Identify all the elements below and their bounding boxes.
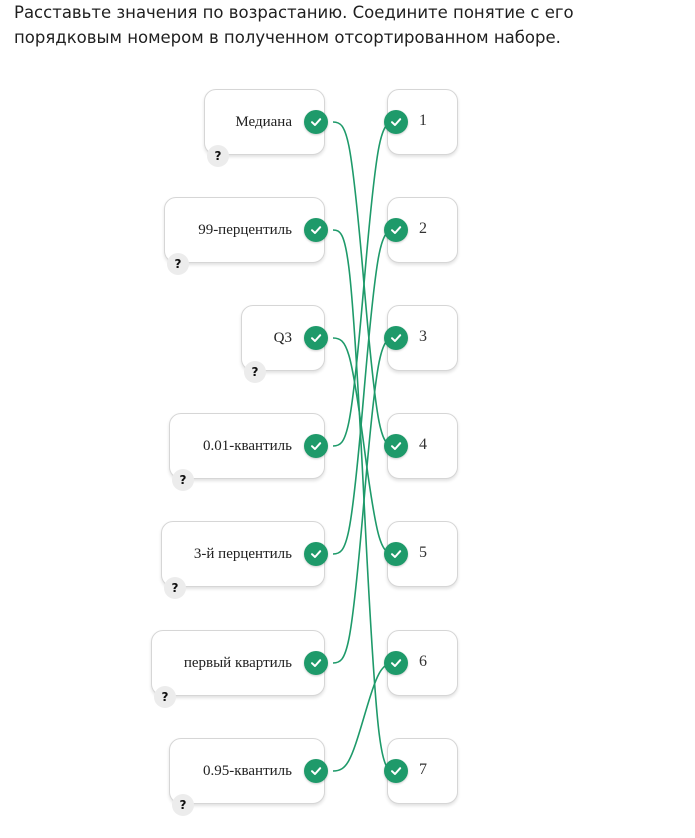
check-icon[interactable] [304, 542, 328, 566]
left-card[interactable]: 0.95-квантиль [169, 738, 328, 804]
left-card-label: 99-перцентиль [198, 221, 292, 238]
left-card-label: Q3 [273, 329, 292, 346]
connection-line [332, 121, 396, 447]
check-icon[interactable] [304, 759, 328, 783]
right-card-number: 1 [419, 112, 427, 129]
check-icon[interactable] [384, 434, 408, 458]
question-icon[interactable]: ? [172, 469, 194, 491]
question-icon[interactable]: ? [154, 686, 176, 708]
connection-line [332, 229, 396, 555]
right-card-number: 4 [419, 436, 427, 453]
check-icon[interactable] [384, 542, 408, 566]
check-icon[interactable] [384, 218, 408, 242]
check-icon[interactable] [304, 326, 328, 350]
question-icon[interactable]: ? [207, 145, 229, 167]
check-icon[interactable] [384, 326, 408, 350]
right-card[interactable]: 4 [384, 413, 458, 479]
left-card[interactable]: Медиана [204, 89, 328, 155]
question-icon[interactable]: ? [172, 794, 194, 816]
left-card[interactable]: Q3 [241, 305, 328, 371]
right-card[interactable]: 6 [384, 630, 458, 696]
check-icon[interactable] [384, 110, 408, 134]
connection-line [332, 662, 396, 772]
question-icon[interactable]: ? [167, 253, 189, 275]
right-card-number: 6 [419, 653, 427, 670]
right-card[interactable]: 7 [384, 738, 458, 804]
left-card-label: Медиана [235, 113, 292, 130]
left-card[interactable]: первый квартиль [151, 630, 328, 696]
check-icon[interactable] [384, 651, 408, 675]
right-card[interactable]: 2 [384, 197, 458, 263]
right-card[interactable]: 5 [384, 521, 458, 587]
right-card-number: 3 [419, 328, 427, 345]
connection-line [332, 337, 396, 664]
connection-line [332, 121, 396, 447]
check-icon[interactable] [304, 434, 328, 458]
connection-line [332, 229, 396, 772]
left-card-label: первый квартиль [183, 654, 292, 671]
right-card[interactable]: 3 [384, 305, 458, 371]
left-card-label: 3-й перцентиль [193, 545, 292, 562]
check-icon[interactable] [304, 218, 328, 242]
question-icon[interactable]: ? [244, 361, 266, 383]
check-icon[interactable] [304, 110, 328, 134]
left-card[interactable]: 3-й перцентиль [161, 521, 328, 587]
task-question: Расставьте значения по возрастанию. Соед… [14, 3, 574, 47]
left-card-label: 0.01-квантиль [202, 437, 292, 454]
left-card-label: 0.95-квантиль [202, 762, 292, 779]
left-card[interactable]: 99-перцентиль [164, 197, 328, 263]
right-card-number: 5 [419, 544, 427, 561]
question-icon[interactable]: ? [164, 577, 186, 599]
left-card[interactable]: 0.01-квантиль [169, 413, 328, 479]
right-card[interactable]: 1 [384, 89, 458, 155]
right-card-number: 2 [419, 220, 427, 237]
check-icon[interactable] [384, 759, 408, 783]
right-card-number: 7 [419, 761, 427, 778]
check-icon[interactable] [304, 651, 328, 675]
